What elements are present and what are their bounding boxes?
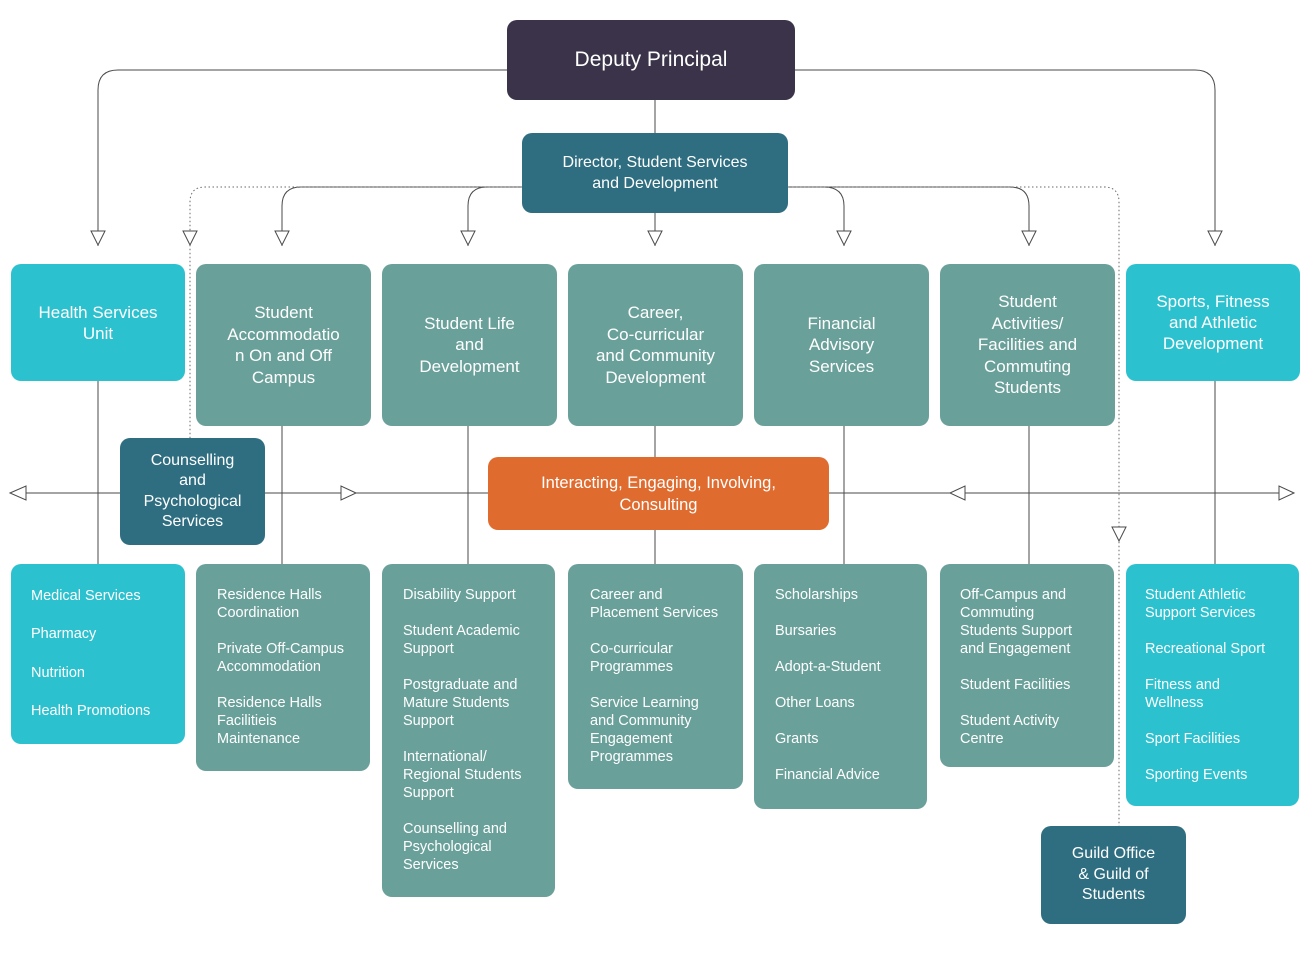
- list-item: Adopt-a-Student: [775, 659, 881, 675]
- list-student-activities: Off-Campus and Commuting Students Suppor…: [940, 564, 1114, 767]
- list-health-services: Medical Services Pharmacy Nutrition Heal…: [11, 564, 185, 744]
- connector-accommodation: [281, 186, 522, 246]
- unit-health-services: Health Services Unit: [11, 264, 185, 381]
- list-item: Sport Facilities: [1145, 731, 1241, 747]
- arrowhead-counselling-icon: [182, 230, 198, 247]
- list-item: Private Off-Campus Accommodation: [217, 641, 345, 675]
- list-item: International/ Regional Students Support: [403, 749, 522, 801]
- list-item: Residence Halls Facilitieis Maintenance: [217, 695, 322, 747]
- arrowhead-activities-icon: [1021, 230, 1037, 247]
- list-sports-fitness: Student Athletic Support Services Recrea…: [1126, 564, 1299, 806]
- list-item: Grants: [775, 731, 819, 747]
- list-item: Student Academic Support: [403, 623, 520, 657]
- list-item: Financial Advice: [775, 767, 880, 783]
- unit-student-activities-title: Student Activities/ Facilities and Commu…: [977, 292, 1078, 398]
- arrowhead-sports-icon: [1207, 230, 1223, 247]
- unit-financial-advisory-title: Financial Advisory Services: [807, 313, 876, 376]
- connector-health: [97, 69, 507, 246]
- unit-student-activities: Student Activities/ Facilities and Commu…: [940, 264, 1115, 426]
- list-item: Student Facilities: [960, 677, 1071, 693]
- list-item: Career and Placement Services: [590, 587, 719, 621]
- unit-health-services-title: Health Services Unit: [38, 302, 158, 343]
- list-item: Co-curricular Programmes: [590, 641, 673, 675]
- list-item: Off-Campus and Commuting Students Suppor…: [960, 587, 1073, 657]
- unit-sports-fitness-title: Sports, Fitness and Athletic Development: [1156, 292, 1270, 353]
- director-box: Director, Student Services and Developme…: [522, 133, 788, 213]
- deputy-principal-label: Deputy Principal: [574, 48, 728, 71]
- dotted-connector-counselling: [189, 186, 522, 438]
- arrowhead-financial-icon: [836, 230, 852, 247]
- list-item: Recreational Sport: [1145, 641, 1266, 657]
- list-item: Sporting Events: [1145, 767, 1248, 783]
- list-item: Fitness and Wellness: [1145, 677, 1220, 711]
- connector-financial: [788, 186, 845, 246]
- axis-arrow-left-icon: [8, 485, 27, 501]
- arrowhead-health-icon: [90, 230, 106, 247]
- axis-arrow-mid-left-icon: [340, 485, 358, 501]
- connector-student-life: [467, 186, 522, 246]
- unit-student-accommodation: Student Accommodatio n On and Off Campus: [196, 264, 371, 426]
- unit-student-accommodation-title: Student Accommodatio n On and Off Campus: [227, 303, 340, 387]
- unit-financial-advisory: Financial Advisory Services: [754, 264, 929, 426]
- unit-sports-fitness: Sports, Fitness and Athletic Development: [1126, 264, 1300, 381]
- list-item: Medical Services: [31, 588, 141, 604]
- unit-career: Career, Co-curricular and Community Deve…: [568, 264, 743, 426]
- arrowhead-accommodation-icon: [274, 230, 290, 247]
- axis-arrow-right-icon: [1278, 485, 1296, 501]
- list-item: Postgraduate and Mature Students Support: [403, 677, 518, 729]
- list-item: Pharmacy: [31, 626, 97, 642]
- list-financial-advisory: Scholarships Bursaries Adopt-a-Student O…: [754, 564, 927, 809]
- list-student-accommodation: Residence Halls Coordination Private Off…: [196, 564, 370, 771]
- list-item: Disability Support: [403, 587, 516, 603]
- list-item: Student Athletic Support Services: [1145, 587, 1256, 621]
- director-label: Director, Student Services and Developme…: [562, 154, 748, 192]
- deputy-principal-box: Deputy Principal: [507, 20, 795, 100]
- counselling-box: Counselling and Psychological Services: [120, 438, 265, 545]
- list-item: Counselling and Psychological Services: [403, 821, 507, 873]
- list-student-life: Disability Support Student Academic Supp…: [382, 564, 555, 897]
- list-item: Service Learning and Community Engagemen…: [590, 695, 699, 765]
- connector-activities: [788, 186, 1030, 246]
- hub-box: Interacting, Engaging, Involving, Consul…: [488, 457, 829, 530]
- arrowhead-student-life-icon: [460, 230, 476, 247]
- list-item: Nutrition: [31, 665, 85, 681]
- list-item: Other Loans: [775, 695, 855, 711]
- unit-career-title: Career, Co-curricular and Community Deve…: [595, 303, 716, 387]
- guild-label: Guild Office & Guild of Students: [1071, 845, 1156, 904]
- unit-student-life-title: Student Life and Development: [419, 313, 520, 376]
- hub-label: Interacting, Engaging, Involving, Consul…: [541, 473, 776, 514]
- list-item: Bursaries: [775, 623, 837, 639]
- list-item: Health Promotions: [31, 703, 151, 719]
- arrowhead-guild-icon: [1111, 526, 1127, 543]
- counselling-label: Counselling and Psychological Services: [143, 451, 242, 531]
- list-item: Student Activity Centre: [960, 713, 1060, 747]
- guild-box: Guild Office & Guild of Students: [1041, 826, 1186, 924]
- list-item: Scholarships: [775, 587, 859, 603]
- arrowhead-career-icon: [647, 230, 663, 247]
- dotted-connector-guild: [788, 186, 1120, 826]
- unit-student-life: Student Life and Development: [382, 264, 557, 426]
- axis-arrow-mid-right-icon: [948, 485, 966, 501]
- list-item: Residence Halls Coordination: [217, 587, 322, 621]
- list-career: Career and Placement Services Co-curricu…: [568, 564, 743, 789]
- connector-sports: [795, 69, 1216, 246]
